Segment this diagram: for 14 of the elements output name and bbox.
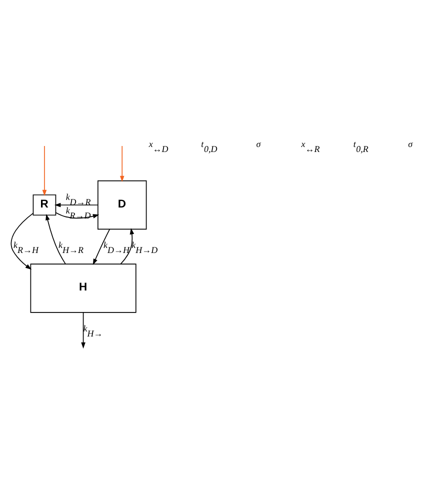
arrow xyxy=(92,228,110,265)
node-box: D xyxy=(98,180,147,230)
node-box: H xyxy=(30,263,136,312)
arrow xyxy=(10,212,34,270)
label: σ xyxy=(256,138,261,148)
arrow xyxy=(46,214,66,264)
arrow xyxy=(54,202,98,207)
node-box: R xyxy=(32,194,56,216)
label: σ xyxy=(408,138,413,148)
arrow xyxy=(42,145,47,196)
arrow xyxy=(120,228,134,264)
arrow xyxy=(120,145,124,182)
arrow xyxy=(81,312,86,348)
arrow xyxy=(55,212,100,218)
